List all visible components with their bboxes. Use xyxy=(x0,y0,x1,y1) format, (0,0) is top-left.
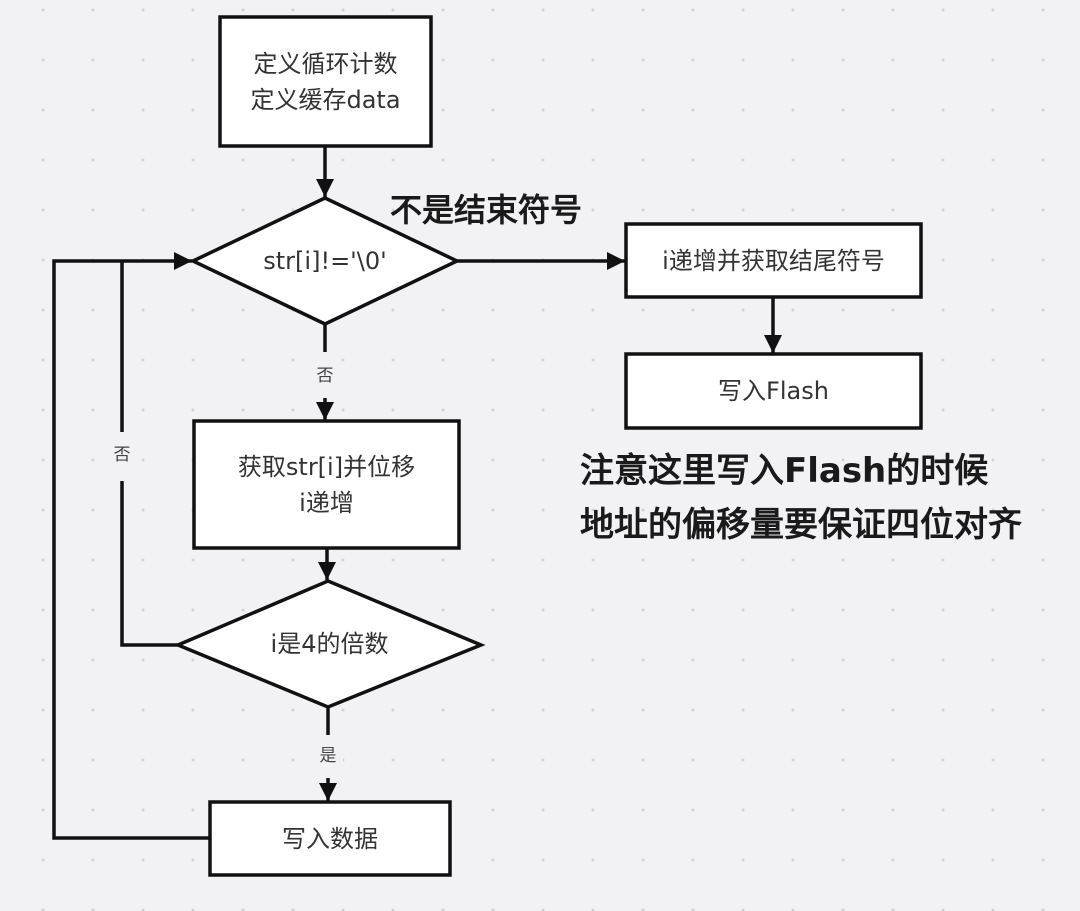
node-check-end[interactable] xyxy=(188,196,462,326)
node-get-char[interactable] xyxy=(192,419,461,550)
annotation-line-2: 地址的偏移量要保证四位对齐 xyxy=(580,505,1022,545)
node-get-tail[interactable] xyxy=(624,222,923,299)
node-write-data[interactable] xyxy=(208,800,452,877)
edge-label-no-1: 否 xyxy=(310,364,340,388)
edge-label-yes: 是 xyxy=(313,744,343,768)
annotation-note: 注意这里写入Flash的时候 地址的偏移量要保证四位对齐 xyxy=(580,444,1022,552)
edge-label-not-end-symbol: 不是结束符号 xyxy=(390,191,583,229)
edge-write-data-loop-back xyxy=(52,252,210,840)
annotation-line-1: 注意这里写入Flash的时候 xyxy=(580,451,989,491)
node-check-mult4[interactable] xyxy=(173,579,486,709)
edge-label-no-2: 否 xyxy=(107,443,137,467)
node-init[interactable] xyxy=(218,15,433,148)
node-write-flash[interactable] xyxy=(624,352,923,430)
edge-check-mult4-no-loop-bottom xyxy=(120,481,178,647)
